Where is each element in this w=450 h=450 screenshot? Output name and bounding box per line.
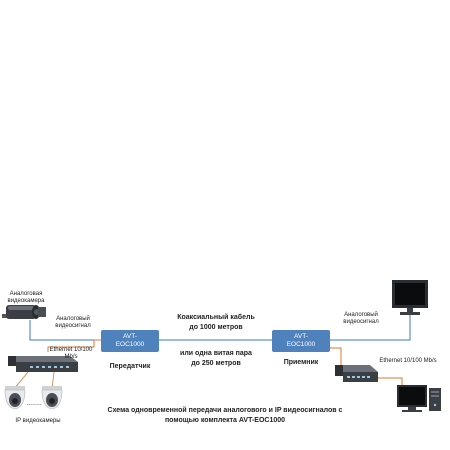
coax-label-line1: Коаксиальный кабель <box>177 314 255 321</box>
monitor-icon <box>392 280 428 315</box>
ethernet-right-label: Ethernet 10/100 Mb/s <box>379 358 437 364</box>
pc-monitor-icon <box>397 385 427 412</box>
receiver-box-line1: AVT- <box>294 333 308 340</box>
analog-camera-label: Аналоговая видеокамера <box>7 291 45 304</box>
right-switch-icon <box>335 365 378 382</box>
caption-line2: помощью комплекта AVT-EOC1000 <box>164 417 286 424</box>
analog-signal-right-label: Аналоговый видеосигнал <box>343 312 379 325</box>
receiver-box: AVT- EOC1000 <box>272 330 330 352</box>
ethernet-line-pc <box>376 377 403 385</box>
caption-line1: Схема одновременной передачи аналогового… <box>107 407 343 414</box>
ip-cameras-label: IP видеокамеры <box>15 418 61 424</box>
camera-dots: ........ <box>26 400 42 407</box>
transmitter-box-line1: AVT- <box>123 333 137 340</box>
analog-camera-icon <box>2 305 46 319</box>
ip-camera-left-icon <box>4 386 26 410</box>
pc-tower-icon <box>429 388 441 411</box>
coax-label-line2: до 1000 метров <box>189 324 243 331</box>
ethernet-line-right <box>330 347 342 368</box>
analog-signal-left-label: Аналоговый видеосигнал <box>55 316 91 329</box>
left-switch-icon <box>8 356 78 372</box>
transmitter-label: Передатчик <box>109 363 151 370</box>
ethernet-left-label: Ethernet 10/100 Mb/s <box>49 347 93 360</box>
twisted-pair-label-line2: до 250 метров <box>191 360 241 367</box>
ip-camera-right-icon <box>41 386 63 410</box>
ethernet-line-left <box>47 339 101 352</box>
analog-line-right <box>330 312 411 341</box>
analog-line-left <box>29 320 101 341</box>
twisted-pair-label-line1: или одна витая пара <box>180 350 252 357</box>
receiver-label: Приемник <box>283 359 319 366</box>
transmitter-box-line2: EOC1000 <box>115 341 145 348</box>
transmitter-box: AVT- EOC1000 <box>101 330 159 352</box>
receiver-box-line2: EOC1000 <box>286 341 316 348</box>
